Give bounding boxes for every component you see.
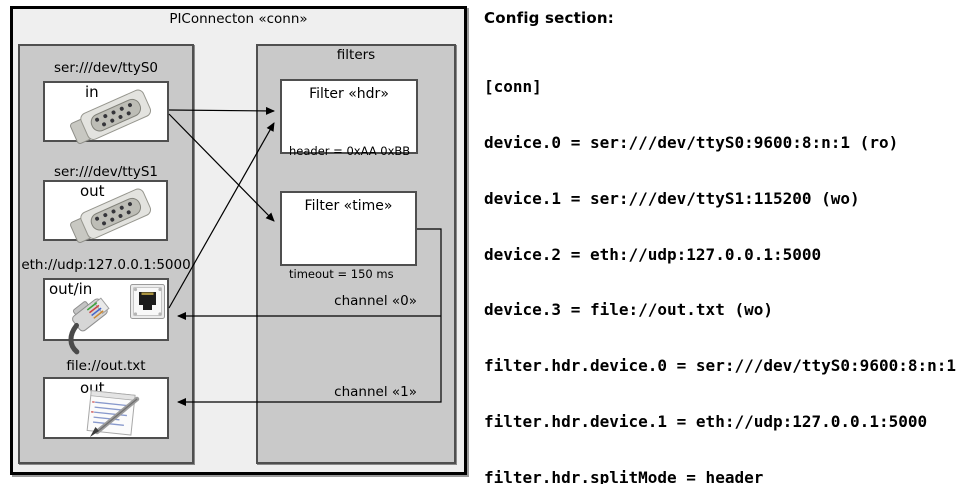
filter-time-param-timeout: timeout = 150 ms [289, 267, 394, 281]
device-label-file: file://out.txt [66, 358, 146, 374]
config-line: filter.hdr.splitMode = header [484, 467, 764, 484]
config-section-heading: Config section: [484, 9, 614, 27]
serial-connector-icon [70, 89, 152, 144]
filter-box-time: Filter «time» timeout = 150 ms [280, 191, 417, 281]
device-label-ttys1: ser:///dev/ttyS1 [54, 164, 158, 180]
filters-panel-title: filters [336, 47, 376, 63]
device-box-eth: out/in [43, 278, 169, 355]
device-direction: out [80, 182, 105, 200]
config-line: [conn] [484, 77, 542, 97]
filter-time-title: Filter «time» [304, 198, 393, 214]
config-line: device.0 = ser:///dev/ttyS0:9600:8:n:1 (… [484, 132, 899, 152]
channel-0-label: channel «0» [334, 293, 417, 309]
device-direction: in [85, 83, 99, 101]
config-line: device.2 = eth://udp:127.0.0.1:5000 [484, 244, 822, 264]
config-line: filter.hdr.device.0 = ser:///dev/ttyS0:9… [484, 356, 957, 376]
device-direction: out/in [49, 280, 93, 298]
device-label-eth: eth://udp:127.0.0.1:5000 [21, 257, 191, 273]
config-line: device.3 = file://out.txt (wo) [484, 300, 773, 320]
filter-hdr-title: Filter «hdr» [309, 86, 389, 102]
config-line: device.1 = ser:///dev/ttyS1:115200 (wo) [484, 188, 860, 208]
diagram-title: PIConnecton «conn» [169, 11, 308, 27]
filter-box-hdr: Filter «hdr» header = 0xAA 0xBB payloadS… [280, 79, 418, 203]
serial-connector-icon [70, 188, 152, 243]
config-line: filter.hdr.device.1 = eth://udp:127.0.0.… [484, 411, 928, 431]
device-label-ttys0: ser:///dev/ttyS0 [54, 60, 158, 76]
ethernet-cable-icon [68, 297, 110, 355]
config-text: [conn] device.0 = ser:///dev/ttyS0:9600:… [484, 41, 964, 484]
device-box-ttys1: out [43, 180, 168, 243]
device-box-ttys0: in [43, 81, 169, 144]
device-box-file: out [43, 377, 169, 439]
channel-1-label: channel «1» [334, 384, 417, 400]
filter-hdr-param-header: header = 0xAA 0xBB [289, 144, 411, 158]
ethernet-jack-icon [130, 284, 165, 319]
notepad-with-pen-icon [86, 390, 140, 437]
